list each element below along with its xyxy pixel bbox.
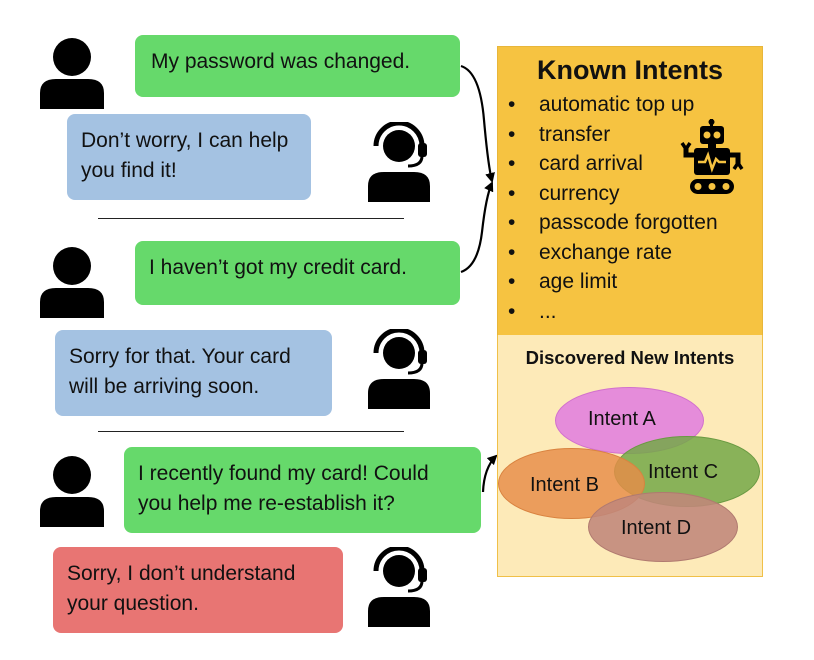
conversation-divider: [98, 218, 404, 219]
known-intents-title: Known Intents: [537, 55, 723, 85]
intent-c-label: Intent C: [648, 461, 719, 483]
intent-b-label: Intent B: [530, 474, 599, 496]
user-icon: [40, 456, 104, 527]
user-message-text: My password was changed.: [151, 50, 411, 73]
agent-headset-icon: [368, 329, 430, 409]
intent-d-label: Intent D: [621, 517, 692, 539]
intent-list-item: currency: [508, 179, 718, 209]
intent-list-item: card arrival: [508, 149, 718, 179]
user-icon: [40, 247, 104, 318]
intent-a-label: Intent A: [588, 408, 656, 430]
known-intents-panel: Known Intents automatic top up transfer …: [497, 46, 763, 335]
intent-list-item: exchange rate: [508, 238, 718, 268]
intent-cluster-d: [588, 492, 738, 562]
user-message-text: I haven’t got my credit card.: [149, 256, 407, 279]
agent-message-bubble: Don’t worry, I can help you find it!: [67, 114, 311, 200]
intent-list-item: passcode forgotten: [508, 208, 718, 238]
user-message-bubble: I haven’t got my credit card.: [135, 241, 460, 305]
user-message-text: I recently found my card! Could you help…: [138, 462, 429, 515]
arrow-to-known-intents: [460, 181, 494, 274]
agent-message-bubble: Sorry for that. Your card will be arrivi…: [55, 330, 332, 416]
user-icon: [40, 38, 104, 109]
intent-list-item: transfer: [508, 120, 718, 150]
arrow-to-discovered-intents: [481, 454, 498, 493]
arrow-to-known-intents: [460, 64, 495, 183]
agent-headset-icon: [368, 122, 430, 202]
intent-list-item: age limit: [508, 267, 718, 297]
known-intents-list: automatic top up transfer card arrival c…: [508, 90, 718, 326]
discovered-intents-title: Discovered New Intents: [525, 347, 735, 368]
agent-message-text: Don’t worry, I can help you find it!: [81, 129, 289, 182]
agent-message-bubble-unknown: Sorry, I don’t understand your question.: [53, 547, 343, 633]
conversation-divider: [98, 431, 404, 432]
agent-headset-icon: [368, 547, 430, 627]
intent-list-item: automatic top up: [508, 90, 718, 120]
user-message-bubble: I recently found my card! Could you help…: [124, 447, 481, 533]
agent-message-text: Sorry for that. Your card will be arrivi…: [69, 345, 291, 398]
intent-list-item: ...: [508, 297, 718, 327]
robot-icon: [680, 119, 744, 194]
user-message-bubble: My password was changed.: [135, 35, 460, 97]
agent-message-text: Sorry, I don’t understand your question.: [67, 562, 296, 615]
